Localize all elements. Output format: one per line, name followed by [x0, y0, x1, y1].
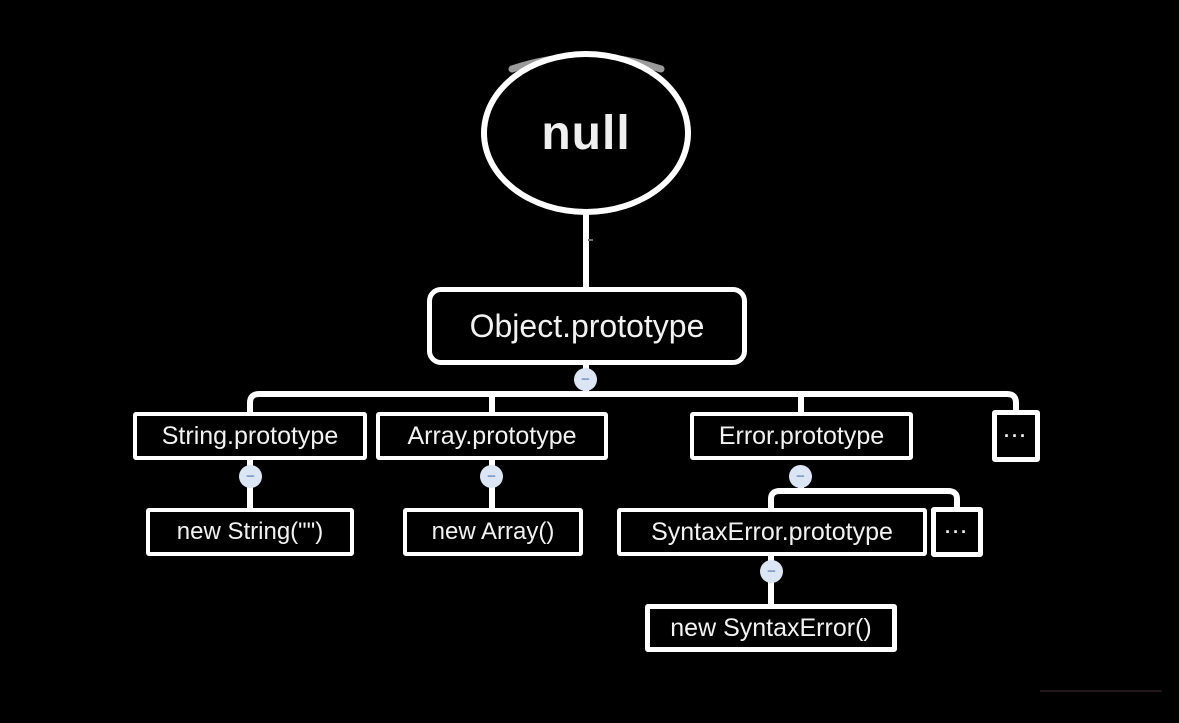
minus-icon: −	[796, 468, 805, 485]
node-more-error-subtypes-label: ···	[945, 521, 969, 542]
node-syntaxerror-prototype-label: SyntaxError.prototype	[651, 517, 893, 546]
node-new-syntaxerror-label: new SyntaxError()	[670, 613, 872, 642]
node-string-prototype-label: String.prototype	[161, 421, 339, 450]
node-new-syntaxerror[interactable]: new SyntaxError()	[645, 604, 897, 652]
watermark-remnant	[1040, 690, 1162, 692]
collapse-button-array[interactable]: −	[480, 465, 503, 488]
node-new-string-label: new String("")	[176, 518, 324, 545]
node-null-root[interactable]: null	[481, 51, 691, 215]
node-syntaxerror-prototype[interactable]: SyntaxError.prototype	[617, 508, 927, 556]
node-new-string[interactable]: new String("")	[146, 508, 354, 556]
node-object-prototype[interactable]: Object.prototype	[427, 287, 747, 365]
collapse-button-syntaxerror[interactable]: −	[760, 560, 783, 583]
collapse-button-object[interactable]: −	[574, 368, 597, 391]
rail-level2	[247, 391, 1019, 414]
minus-icon: −	[581, 371, 590, 388]
node-array-prototype-label: Array.prototype	[407, 421, 577, 450]
node-string-prototype[interactable]: String.prototype	[133, 412, 367, 460]
node-more-error-subtypes[interactable]: ···	[931, 507, 983, 557]
node-new-array[interactable]: new Array()	[403, 508, 583, 556]
collapse-button-string[interactable]: −	[239, 465, 262, 488]
node-new-array-label: new Array()	[431, 518, 555, 545]
node-more-prototypes[interactable]: ···	[992, 410, 1040, 462]
node-error-prototype[interactable]: Error.prototype	[690, 412, 913, 460]
node-array-prototype[interactable]: Array.prototype	[376, 412, 608, 460]
rail-level3-error	[768, 488, 960, 510]
minus-icon: −	[246, 468, 255, 485]
node-error-prototype-label: Error.prototype	[718, 421, 885, 450]
node-object-prototype-label: Object.prototype	[469, 307, 705, 344]
collapse-button-error[interactable]: −	[789, 465, 812, 488]
minus-icon: −	[487, 468, 496, 485]
node-null-label: null	[541, 106, 631, 160]
minus-icon: −	[767, 563, 776, 580]
node-more-prototypes-label: ···	[1004, 425, 1028, 446]
